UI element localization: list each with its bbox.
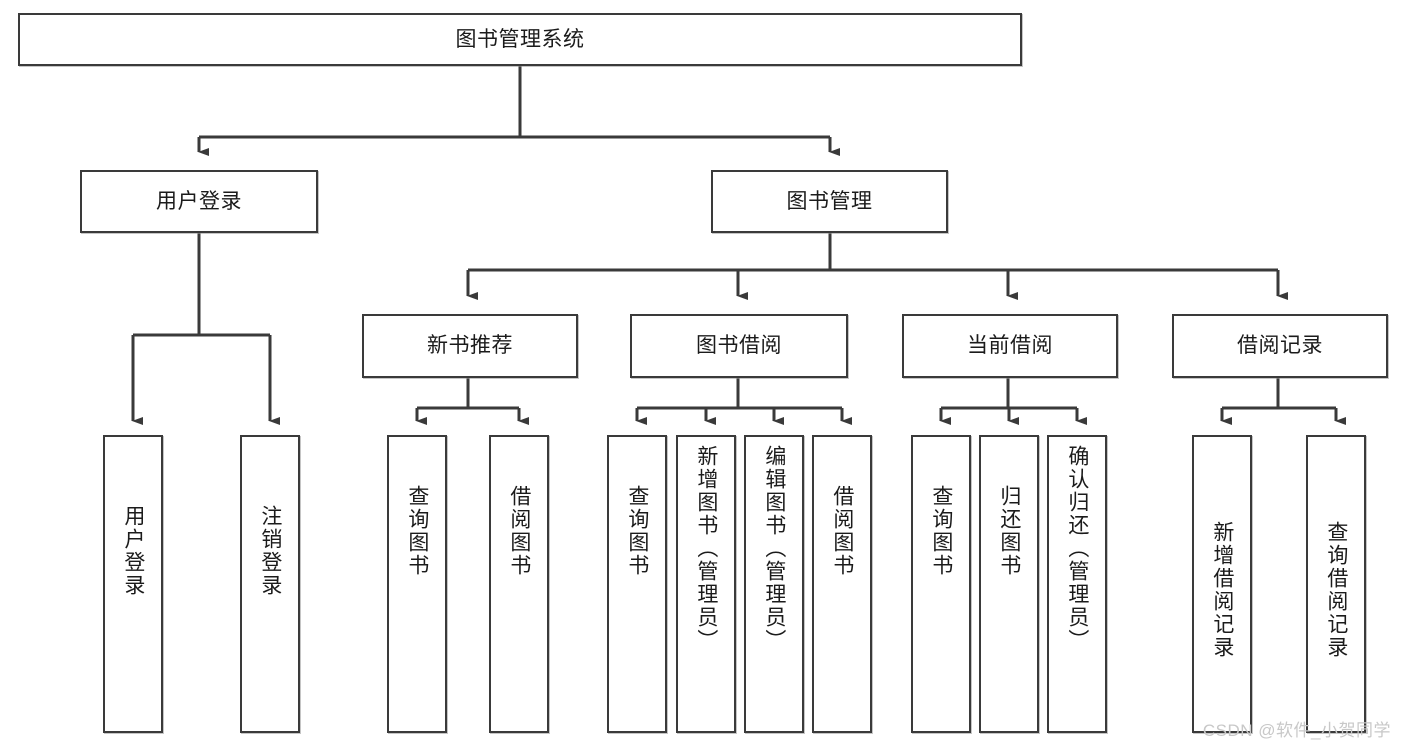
node-label: 借阅图书 xyxy=(830,485,854,577)
node-label: 图书借阅 xyxy=(696,334,782,358)
node-label: 确认归还（管理员） xyxy=(1065,445,1089,652)
node-root-system[interactable]: 图书管理系统 xyxy=(18,13,1022,66)
leaf-current-borrow-return-book[interactable]: 归还图书 xyxy=(979,435,1039,733)
leaf-user-login-logout[interactable]: 注销登录 xyxy=(240,435,300,733)
node-label: 当前借阅 xyxy=(967,334,1053,358)
node-label: 查询借阅记录 xyxy=(1324,521,1348,659)
node-new-book-recommend[interactable]: 新书推荐 xyxy=(362,314,578,378)
leaf-borrow-record-add-record[interactable]: 新增借阅记录 xyxy=(1192,435,1252,733)
leaf-borrow-record-query-record[interactable]: 查询借阅记录 xyxy=(1306,435,1366,733)
leaf-book-borrow-add-book-admin[interactable]: 新增图书（管理员） xyxy=(676,435,736,733)
node-label: 查询图书 xyxy=(929,485,953,577)
leaf-current-borrow-confirm-return-admin[interactable]: 确认归还（管理员） xyxy=(1047,435,1107,733)
node-label: 图书管理 xyxy=(786,189,873,213)
node-borrow-record[interactable]: 借阅记录 xyxy=(1172,314,1388,378)
node-label: 借阅图书 xyxy=(507,485,531,577)
leaf-user-login-login[interactable]: 用户登录 xyxy=(103,435,163,733)
leaf-book-borrow-borrow-book[interactable]: 借阅图书 xyxy=(812,435,872,733)
leaf-book-borrow-query-book[interactable]: 查询图书 xyxy=(607,435,667,733)
node-label: 注销登录 xyxy=(258,505,282,597)
leaf-current-borrow-query-book[interactable]: 查询图书 xyxy=(911,435,971,733)
watermark: CSDN @软件_小贺同学 xyxy=(1202,721,1391,740)
node-user-login[interactable]: 用户登录 xyxy=(80,170,318,233)
node-label: 新增图书（管理员） xyxy=(694,445,718,652)
node-label: 借阅记录 xyxy=(1237,334,1323,358)
node-label: 用户登录 xyxy=(156,189,242,213)
node-label: 新增借阅记录 xyxy=(1210,521,1234,659)
node-label: 编辑图书（管理员） xyxy=(762,445,786,652)
node-book-borrow[interactable]: 图书借阅 xyxy=(630,314,848,378)
node-label: 归还图书 xyxy=(997,485,1021,577)
leaf-new-book-borrow-book[interactable]: 借阅图书 xyxy=(489,435,549,733)
leaf-book-borrow-edit-book-admin[interactable]: 编辑图书（管理员） xyxy=(744,435,804,733)
node-label: 图书管理系统 xyxy=(455,27,585,51)
node-current-borrow[interactable]: 当前借阅 xyxy=(902,314,1118,378)
node-label: 查询图书 xyxy=(625,485,649,577)
node-label: 新书推荐 xyxy=(427,334,513,358)
node-label: 用户登录 xyxy=(121,505,145,597)
leaf-new-book-query-book[interactable]: 查询图书 xyxy=(387,435,447,733)
node-label: 查询图书 xyxy=(405,485,429,577)
node-book-management[interactable]: 图书管理 xyxy=(711,170,948,233)
